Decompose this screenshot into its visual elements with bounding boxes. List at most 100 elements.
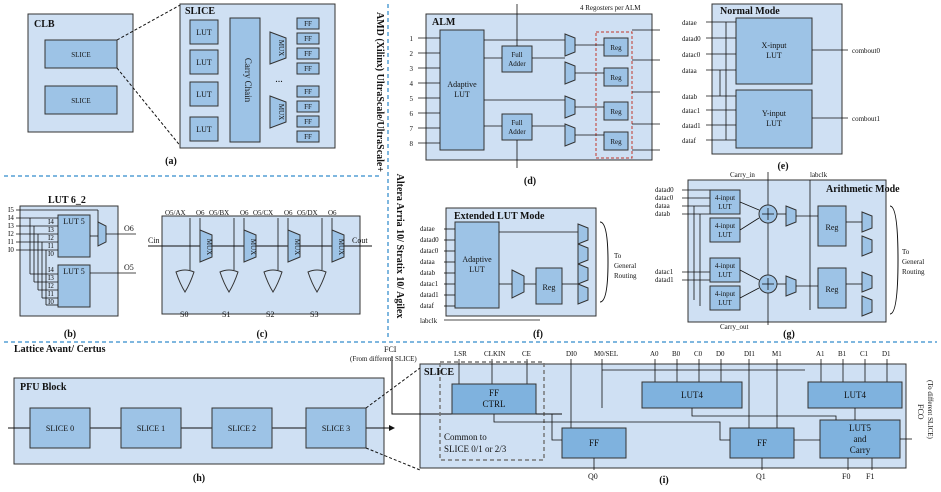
ext-brace [599,221,609,303]
lut-label: LUT [196,28,212,37]
input-label: I1 [8,238,14,246]
normal-mode-title: Normal Mode [720,6,780,17]
top-input-label: M1 [772,350,782,358]
mux-label: MUX [249,239,257,255]
lut5-label: Carry [850,445,871,455]
cout-label: Cout [352,236,368,245]
mux-shape [269,31,287,65]
caption-g: (g) [783,329,795,340]
top-input-label: A1 [816,350,825,358]
alm-input-label: 7 [410,125,414,133]
top-input-label: C1 [860,350,869,358]
inner-label: I0 [48,298,54,306]
lut4-0-box [641,381,743,409]
ff-ctrl-label: CTRL [482,399,505,409]
extended-lut-title: Extended LUT Mode [454,211,545,222]
input-label: I5 [8,206,14,214]
x-input-lut [735,17,813,85]
sel-label: S2 [266,310,274,319]
pfu-title: PFU Block [20,382,67,393]
f1-label: F1 [866,472,874,481]
pfu-slice-label: SLICE 1 [137,424,165,433]
o5-label: O5 [124,263,134,272]
top-input-label: D1 [882,350,891,358]
arith-input-label: datab [655,210,671,218]
arith-inputs: datad0 datac0 dataa datab datac1 datad1 [655,186,710,306]
top-label: O6 [284,209,293,217]
common-note-1: Common to [444,432,487,442]
panel-e: Normal Mode X-input LUT Y-input LUT data… [682,3,880,172]
reg-label: Reg [610,138,622,146]
carry-stage-3: MUX S3 [307,218,345,319]
fci-note: (From different SLICE) [350,355,417,363]
adaptive-lut-label-1: Adaptive [447,80,477,89]
lut-box [189,19,219,45]
top-label: O5/BX [209,209,229,217]
top-label: O5/AX [165,209,186,217]
normal-input-label: datae [682,19,697,27]
lut5-label: LUT5 [849,423,871,433]
input-label: I2 [8,230,14,238]
ff-ctrl-box [451,383,537,415]
lut62-mux [97,221,107,247]
arith-input-label: datac1 [655,268,674,276]
alm-input-label: 3 [410,65,414,73]
lut5-upper-label: LUT 5 [63,217,84,226]
ff-label: FF [304,65,312,73]
combout1-label: combout1 [852,115,880,123]
alm-input-label: 8 [410,140,414,148]
alm-mux [564,61,576,85]
sel-label: S3 [310,310,318,319]
caption-i: (i) [659,475,668,486]
lut4-1-label: LUT4 [844,390,866,400]
fco-note: (To different SLICE) [926,380,934,440]
arithmetic-title: Arithmetic Mode [826,184,900,195]
sel-label: S0 [180,310,188,319]
fci-label: FCI [384,345,397,354]
alm-mux [564,95,576,119]
arith-routing-label-3: Routing [902,268,925,276]
arith-lut-label: 4-input [715,262,735,270]
f0-label: F0 [842,472,850,481]
normal-input-label: dataf [682,137,697,145]
carry-chain-label: Carry Chain [243,58,253,103]
ff-label: FF [304,20,312,28]
ext-input-label: datac1 [420,280,439,288]
inner-label: I1 [48,242,54,250]
full-adder-2 [501,113,533,141]
top-input-label: DI0 [566,350,577,358]
ff-column: FF FF FF FF FF FF FF FF [296,17,320,143]
cin-label: Cin [148,236,160,245]
inner-label: I1 [48,290,54,298]
mux-label: MUX [337,239,345,255]
pfu-slice [120,407,182,449]
mux-shape [269,95,287,129]
ext-input-label: datab [420,269,436,277]
alm-input-label: 1 [410,35,414,43]
arith-lut-label: LUT [718,271,732,279]
mux-label: MUX [277,104,285,120]
arith-lut-label: LUT [718,299,732,307]
lut62-wires [16,209,136,306]
arith-routing-label-1: To [902,248,910,256]
ff-label: FF [304,118,312,126]
arith-brace [889,205,899,315]
pfu-slice-label: SLICE 3 [322,424,350,433]
panel-a: CLB SLICE SLICE SLICE LUT LUT LUT LUT Ca… [27,3,336,167]
register-group-outline [595,31,633,159]
arith-input-label: dataa [655,202,671,210]
normal-input-label: datac1 [682,107,701,115]
adaptive-lut-label-2: LUT [454,90,470,99]
top-label: O6 [328,209,337,217]
normal-input-label: dataa [682,67,698,75]
arith-lut-label: LUT [718,203,732,211]
slice-detail-title: SLICE [185,6,215,17]
clb-slice-1-label: SLICE [71,51,90,59]
arith-input-label: datad0 [655,186,674,194]
arith-reg-label: Reg [826,285,839,294]
lut-box [189,49,219,75]
carry-in-label: Carry_in [730,171,755,179]
alm-reg [603,131,629,151]
ext-input-label: datac0 [420,247,439,255]
